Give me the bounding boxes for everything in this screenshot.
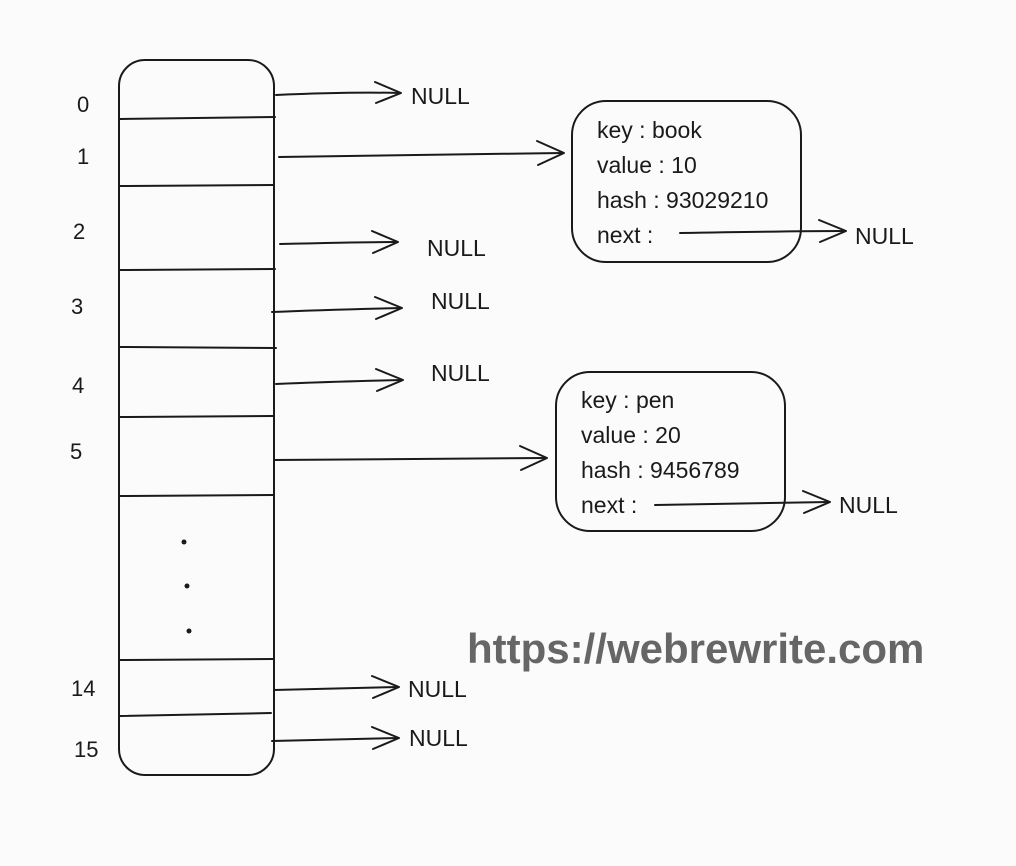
node-book-value: value : 10 [597,152,697,178]
null-label-4: NULL [431,360,490,386]
node-pen-value: value : 20 [581,422,681,448]
bucket-index-labels: 0 1 2 3 4 5 14 15 [70,92,98,762]
node-pen-box [555,371,786,532]
node-book-next: next : [597,222,653,248]
node-book-key: key : book [597,117,702,143]
arrow-3 [271,307,402,313]
arrow-0 [275,91,401,96]
node-pen-hash: hash : 9456789 [581,457,740,483]
bucket-index-5: 5 [70,439,82,464]
arrow-4 [275,379,403,385]
node-book-box [571,100,802,263]
null-label-0: NULL [411,83,470,109]
bucket-index-1: 1 [77,144,89,169]
ellipsis-dots [181,539,192,634]
node-pen-next: next : [581,492,637,518]
node-book: key : book value : 10 hash : 93029210 ne… [571,100,914,263]
arrow-15 [271,737,399,742]
bucket-index-14: 14 [71,676,95,701]
node-book-next-null: NULL [855,223,914,249]
bucket-arrows [271,81,565,750]
node-book-next-arrow [679,230,846,234]
null-label-14: NULL [408,676,467,702]
node-pen-key: key : pen [581,387,674,413]
arrow-1 [278,152,564,158]
bucket-index-0: 0 [77,92,89,117]
null-label-2: NULL [427,235,486,261]
node-pen-next-arrow [654,501,830,506]
bucket-index-3: 3 [71,294,83,319]
bucket-dividers [119,116,277,717]
node-pen-next-null: NULL [839,492,898,518]
null-label-3: NULL [431,288,490,314]
arrow-5 [273,457,547,461]
node-book-hash: hash : 93029210 [597,187,768,213]
arrow-2 [279,241,398,245]
bucket-index-4: 4 [72,373,84,398]
bucket-index-2: 2 [73,219,85,244]
watermark-url: https://webrewrite.com [467,625,924,672]
node-pen: key : pen value : 20 hash : 9456789 next… [555,371,898,532]
bucket-null-labels: NULL NULL NULL NULL NULL NULL [408,83,490,751]
null-label-15: NULL [409,725,468,751]
bucket-array [118,59,275,776]
bucket-index-15: 15 [74,737,98,762]
arrow-14 [273,686,399,691]
